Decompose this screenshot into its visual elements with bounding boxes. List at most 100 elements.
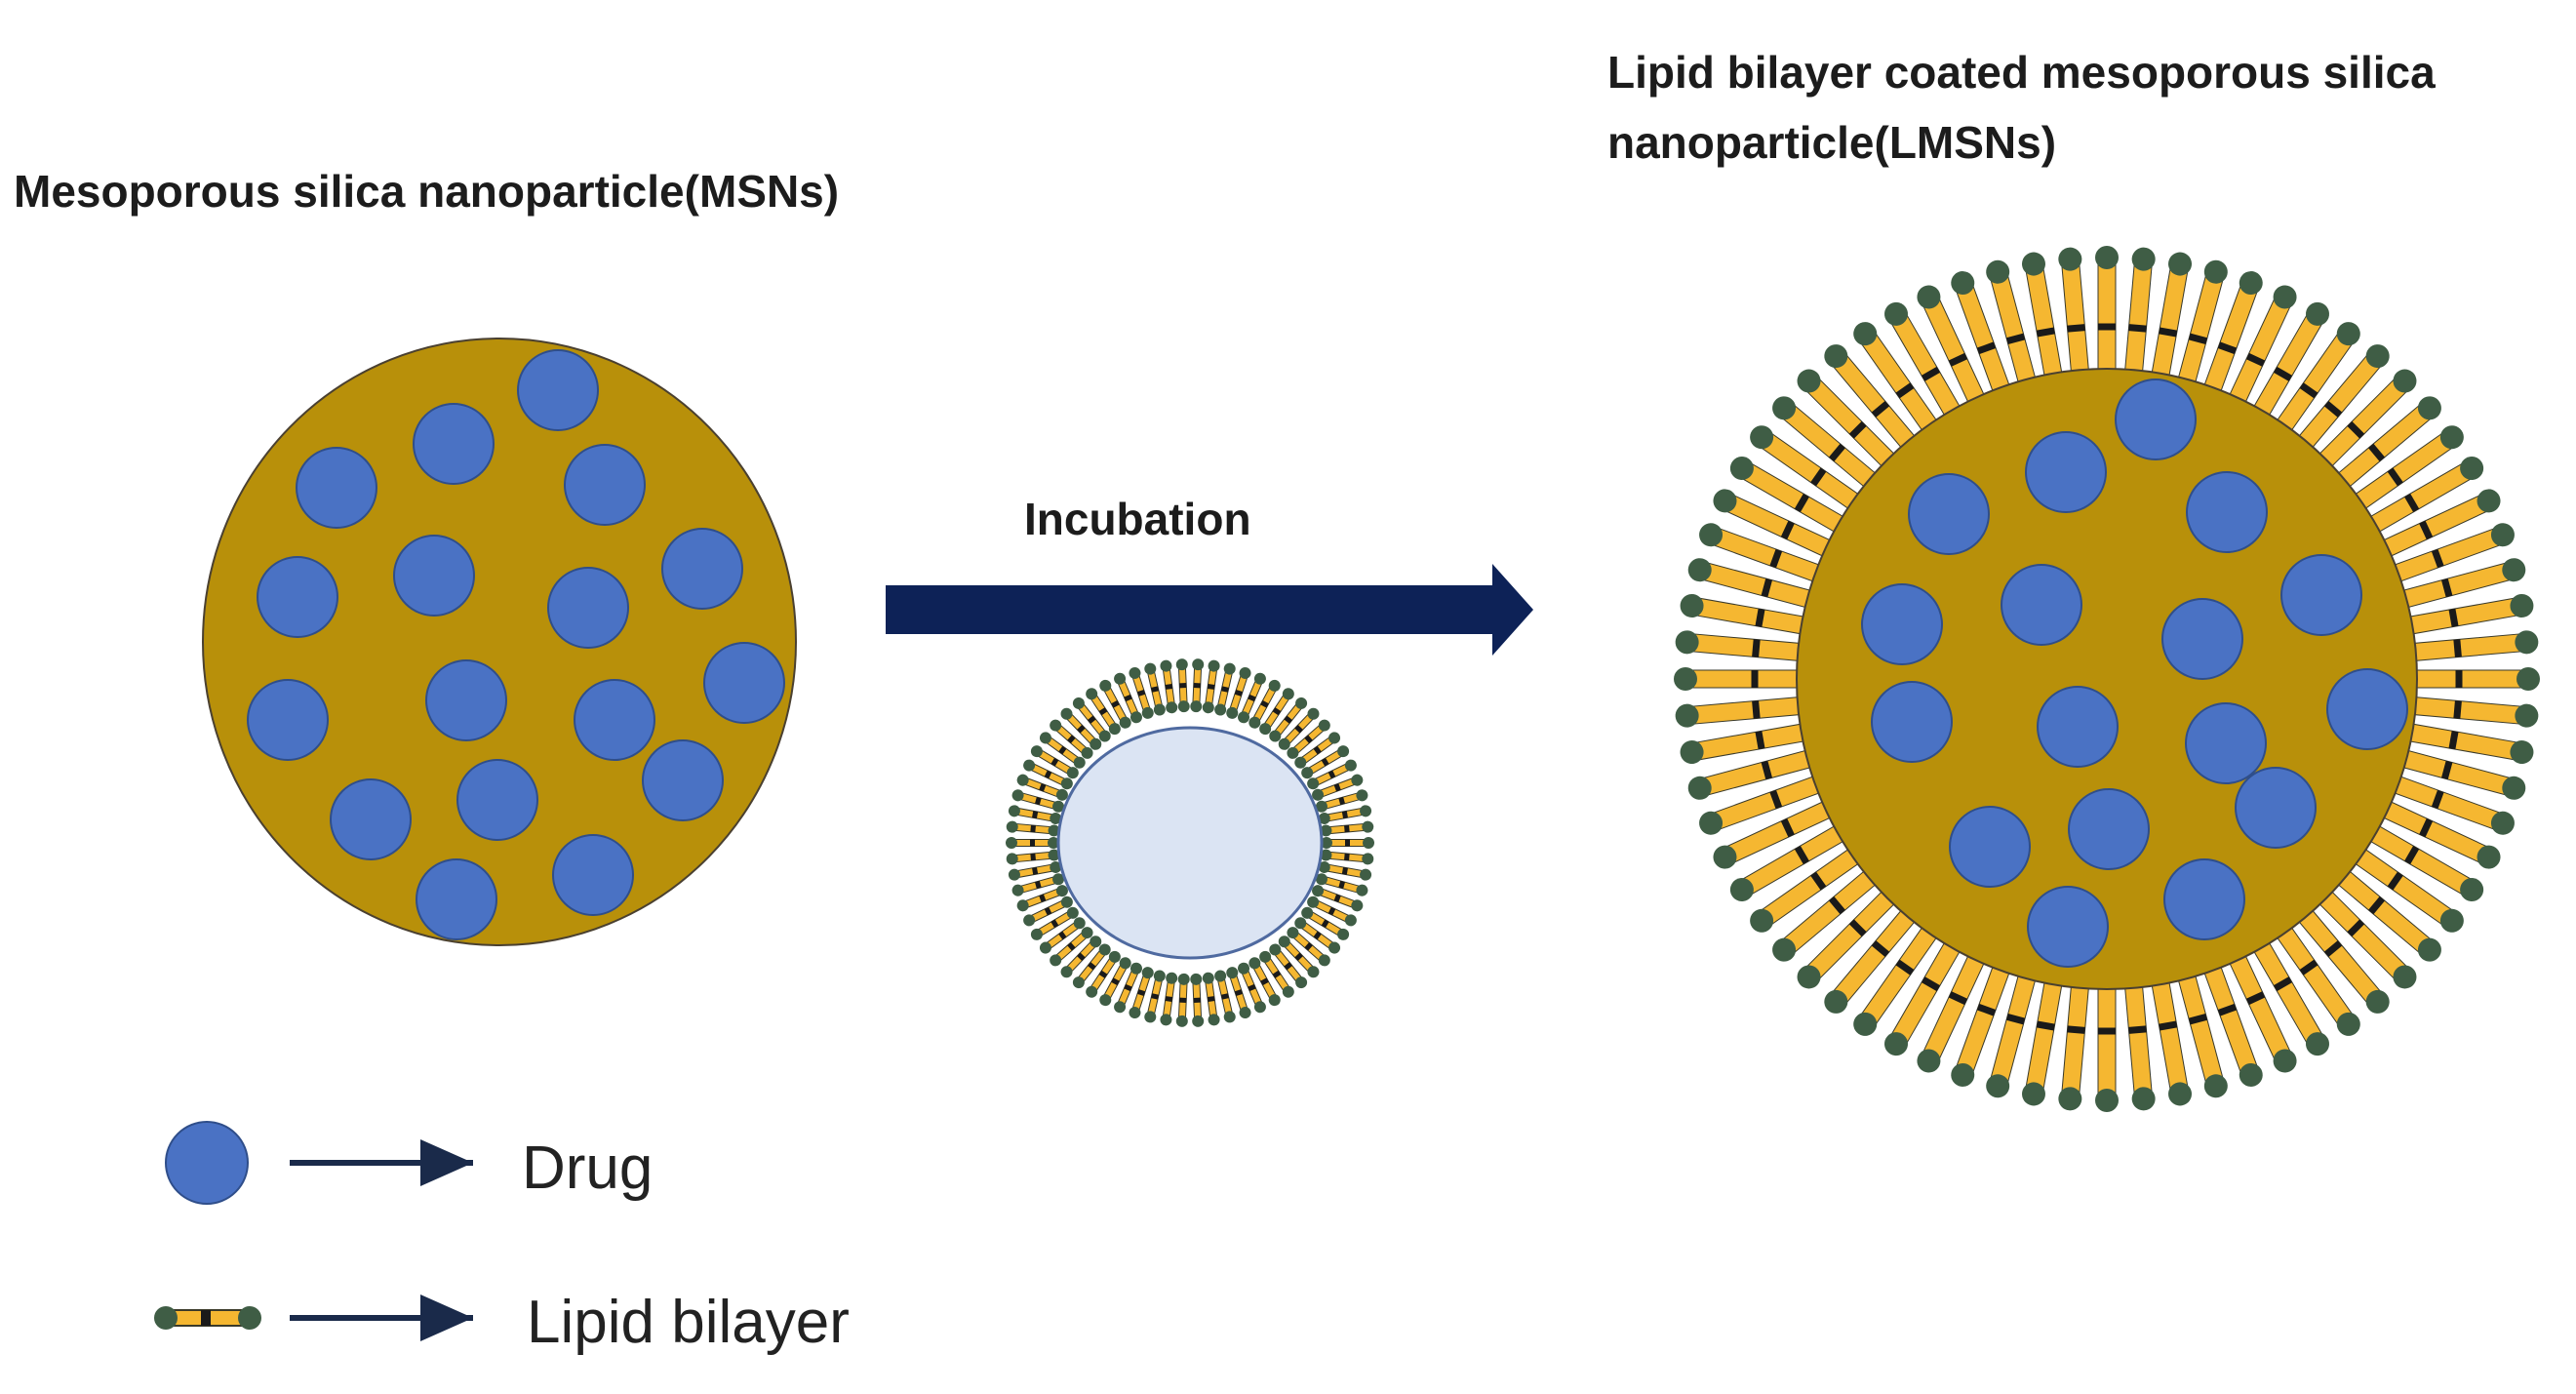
drug-molecule — [2326, 668, 2408, 750]
legend — [154, 1121, 473, 1341]
lipid-molecule — [1301, 745, 1350, 779]
drug-molecule — [425, 659, 507, 741]
lipid-molecule — [1307, 759, 1357, 790]
lipid-molecule — [1030, 906, 1079, 940]
lipid-molecule — [1086, 688, 1121, 736]
lipid-molecule — [1144, 662, 1166, 716]
lipid-molecule — [1190, 658, 1205, 713]
lipid-molecule — [1315, 873, 1368, 896]
lipid-molecule — [1238, 672, 1266, 724]
drug-molecule — [1861, 583, 1943, 665]
lipid-molecule — [1099, 957, 1131, 1007]
drug-molecule — [564, 444, 646, 526]
drug-molecule — [2235, 767, 2317, 849]
lipid-molecule — [1320, 849, 1374, 865]
lipid-molecule — [1023, 896, 1073, 927]
lipid-molecule — [1312, 885, 1364, 912]
lipid-molecule — [1320, 820, 1374, 837]
incubation-label: Incubation — [1024, 494, 1251, 544]
lipid-molecule — [2095, 246, 2119, 408]
incubation-arrow — [886, 564, 1533, 656]
lipid-molecule — [1086, 950, 1121, 998]
drug-molecule — [547, 567, 629, 649]
drug-molecule — [2001, 564, 2082, 646]
drug-molecule — [393, 535, 475, 617]
lipid-molecule — [1050, 927, 1093, 967]
lipid-molecule — [1318, 805, 1372, 825]
lipid-molecule — [1008, 805, 1062, 825]
drug-molecule — [257, 556, 338, 638]
drug-molecule — [2068, 788, 2150, 870]
lmsn-particle — [1674, 246, 2540, 1112]
lmsn-title: Lipid bilayer coated mesoporous silica n… — [1607, 37, 2573, 178]
lipid-molecule — [1321, 837, 1374, 849]
lipid-molecule — [1008, 860, 1062, 881]
lipid-molecule — [1294, 917, 1341, 954]
lipid-molecule — [1294, 732, 1341, 769]
drug-molecule — [2186, 471, 2268, 553]
lipid-molecule — [1287, 719, 1330, 759]
lipid-molecule — [1006, 820, 1060, 837]
lmsn-silica-core — [1796, 368, 2418, 990]
lipid-molecule — [1011, 789, 1065, 813]
lipid-molecule — [1114, 672, 1142, 724]
legend-drug-icon — [165, 1121, 249, 1205]
lipid-molecule — [1226, 666, 1251, 719]
legend-drug-label: Drug — [522, 1135, 654, 1202]
lipid-molecule — [1307, 896, 1357, 927]
drug-molecule — [703, 642, 785, 724]
drug-molecule — [296, 447, 377, 529]
lipid-molecule — [1006, 849, 1060, 865]
lipid-molecule — [1315, 789, 1368, 813]
legend-lipid-icon — [154, 1306, 261, 1330]
lipid-molecule — [1278, 936, 1320, 978]
drug-molecule — [416, 858, 497, 940]
lipid-molecule — [1214, 662, 1236, 716]
lipid-molecule — [1278, 707, 1320, 750]
lipid-molecule — [1129, 666, 1154, 719]
lipid-molecule — [1039, 917, 1086, 954]
drug-molecule — [413, 403, 495, 485]
lipid-molecule — [1202, 972, 1220, 1026]
drug-molecule — [456, 759, 538, 841]
drug-molecule — [247, 679, 329, 761]
lipid-molecule — [1030, 745, 1079, 779]
drug-molecule — [2185, 702, 2267, 784]
lipid-molecule — [1238, 962, 1266, 1014]
drug-molecule — [574, 679, 655, 761]
drug-molecule — [1871, 681, 1953, 763]
drug-molecule — [2161, 598, 2243, 680]
lipid-molecule — [1060, 707, 1102, 750]
lipid-molecule — [1072, 697, 1111, 742]
drug-molecule — [2025, 431, 2107, 513]
lmsn-title-line-2: nanoparticle(LMSNs) — [1607, 117, 2057, 168]
drug-molecule — [2037, 686, 2119, 768]
drug-molecule — [330, 778, 412, 860]
lipid-molecule — [1072, 943, 1111, 989]
lipid-molecule — [1011, 873, 1065, 896]
lipid-molecule — [1259, 950, 1294, 998]
drug-molecule — [2280, 554, 2362, 636]
incubation-arrow-head — [1492, 564, 1533, 656]
msn-particle — [202, 338, 797, 946]
incubation-arrow-shaft — [886, 585, 1502, 634]
lipid-molecule — [1175, 973, 1190, 1027]
lipid-molecule — [1060, 936, 1102, 978]
drug-molecule — [517, 349, 599, 431]
lipid-molecule — [1039, 732, 1086, 769]
lipid-molecule — [1175, 658, 1190, 713]
lipid-molecule — [1160, 659, 1178, 714]
drug-molecule — [2115, 378, 2197, 460]
drug-molecule — [1908, 473, 1990, 555]
lipid-molecule — [1312, 774, 1364, 801]
drug-molecule — [642, 739, 724, 821]
lipid-molecule — [1214, 970, 1236, 1023]
lipid-molecule — [1287, 927, 1330, 967]
lipid-molecule — [1248, 679, 1281, 729]
lipid-molecule — [1226, 967, 1251, 1019]
lipid-molecule — [1144, 970, 1166, 1023]
lipid-molecule — [1318, 860, 1372, 881]
liposome — [1006, 658, 1374, 1027]
drug-molecule — [2027, 886, 2109, 968]
